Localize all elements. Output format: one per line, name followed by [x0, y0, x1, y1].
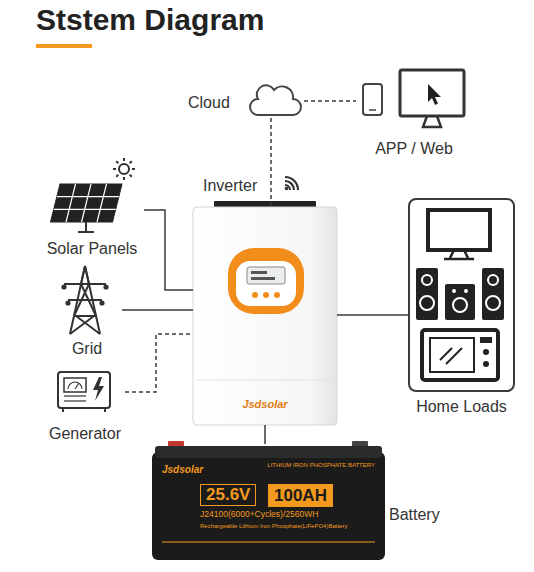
wire-connector — [304, 100, 356, 102]
brand-label: Jsdsolar — [162, 464, 203, 476]
solar-node: Solar Panels — [40, 160, 144, 258]
wire-connector — [144, 210, 193, 290]
node-label: APP / Web — [375, 140, 453, 158]
node-label: Battery — [389, 506, 440, 524]
wire-connector — [122, 309, 193, 311]
battery-type: LITHIUM IRON PHOSPHATE BATTERY — [267, 462, 375, 469]
description-label: Rechargeable Lithium Iron Phosphate(LiFe… — [200, 523, 347, 530]
wire-connector — [264, 425, 266, 444]
appliance-icons — [416, 210, 504, 380]
capacity-badge: 100AH — [268, 484, 333, 507]
title-underline — [36, 44, 92, 48]
app-node: APP / Web — [356, 64, 472, 158]
cloud-icon — [250, 85, 301, 115]
battery-node: BatteryJsdsolarLITHIUM IRON PHOSPHATE BA… — [152, 444, 385, 562]
generator-icon — [58, 372, 110, 412]
node-label: Cloud — [188, 94, 230, 112]
solar-panel-icon — [51, 158, 135, 232]
inverter-node: InverterJsdsolar — [193, 207, 337, 425]
node-label: Home Loads — [416, 398, 507, 416]
grid-node: Grid — [52, 262, 122, 358]
cloud-node: Cloud — [186, 84, 304, 118]
node-label: Generator — [49, 425, 121, 443]
node-label: Inverter — [203, 177, 257, 195]
wire-connector — [125, 334, 193, 392]
wire-connector — [270, 118, 272, 207]
voltage-badge: 25.6V — [200, 484, 256, 506]
phone-icon — [363, 84, 382, 115]
monitor-icon — [400, 70, 464, 127]
wire-connector — [337, 314, 408, 316]
loads-box: Home Loads — [408, 198, 515, 392]
diagram-title: Ststem Diagram — [36, 3, 264, 37]
pylon-icon — [62, 266, 107, 334]
wifi-icon — [285, 177, 298, 190]
brand-label: Jsdsolar — [242, 398, 287, 411]
node-label: Grid — [72, 340, 102, 358]
inverter-body — [193, 201, 337, 425]
model-label: J24100(6000+Cycles)/2560WH — [200, 510, 318, 520]
battery-body — [152, 441, 385, 560]
node-label: Solar Panels — [47, 240, 138, 258]
generator-node: Generator — [45, 368, 125, 443]
